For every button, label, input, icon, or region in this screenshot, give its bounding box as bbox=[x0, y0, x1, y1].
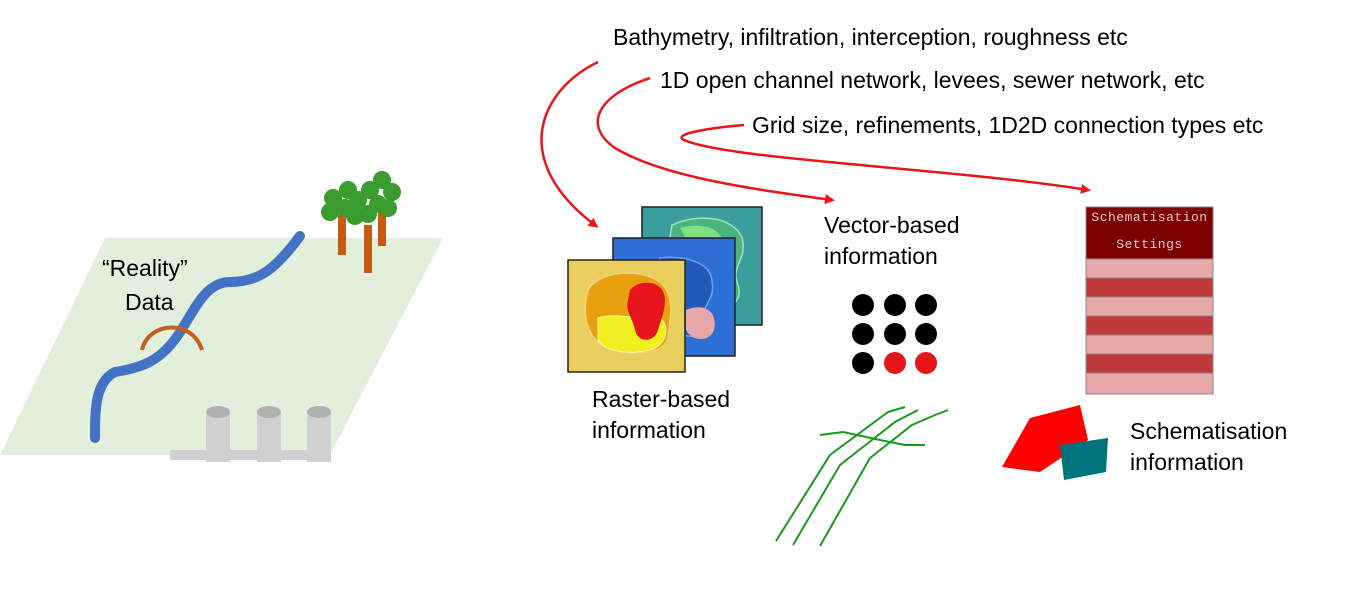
river bbox=[90, 231, 305, 443]
bridge-arch bbox=[140, 325, 204, 351]
arrow-channels bbox=[596, 76, 835, 204]
schem-red-shape bbox=[1002, 405, 1088, 472]
trees bbox=[321, 171, 401, 273]
raster-stack bbox=[567, 206, 763, 373]
raster-label: Raster-based information bbox=[592, 386, 731, 443]
schematisation-label: Schematisation information bbox=[1130, 418, 1288, 475]
settings-row bbox=[1085, 277, 1214, 298]
settings-row bbox=[1085, 258, 1214, 279]
vector-label: Vector-based information bbox=[824, 212, 960, 269]
settings-title-line1: Schematisation bbox=[1091, 210, 1208, 225]
vector-dot bbox=[915, 323, 937, 345]
vector-line bbox=[792, 409, 919, 546]
settings-table bbox=[1085, 206, 1214, 395]
vector-dot bbox=[915, 352, 937, 374]
arrow-grid bbox=[680, 123, 1091, 194]
vector-dot bbox=[852, 294, 874, 316]
vector-lines bbox=[775, 406, 949, 547]
annotation-grid: Grid size, refinements, 1D2D connection … bbox=[752, 112, 1264, 138]
annotation-channels: 1D open channel network, levees, sewer n… bbox=[660, 67, 1205, 93]
settings-row bbox=[1085, 353, 1214, 374]
settings-row bbox=[1085, 296, 1214, 317]
arrow-bathymetry bbox=[540, 60, 599, 228]
settings-row bbox=[1085, 334, 1214, 355]
vector-dot bbox=[884, 352, 906, 374]
annotation-bathymetry: Bathymetry, infiltration, interception, … bbox=[613, 24, 1128, 50]
raster-layer-front bbox=[567, 259, 686, 373]
vector-line bbox=[775, 406, 906, 542]
pipe-system bbox=[170, 406, 331, 462]
vector-line bbox=[819, 430, 925, 446]
settings-row bbox=[1085, 372, 1214, 395]
settings-title-line2: Settings bbox=[1116, 237, 1183, 252]
vector-dot bbox=[915, 294, 937, 316]
vector-dot bbox=[884, 323, 906, 345]
reality-label-line1: “Reality” bbox=[102, 255, 188, 281]
vector-dots bbox=[852, 294, 937, 374]
vector-dot bbox=[852, 352, 874, 374]
schematisation-shapes bbox=[1002, 405, 1108, 480]
vector-dot bbox=[884, 294, 906, 316]
arrows bbox=[540, 60, 1091, 228]
reality-scene bbox=[0, 171, 443, 462]
vector-line bbox=[819, 409, 949, 547]
reality-label-line2: Data bbox=[125, 289, 174, 315]
settings-row bbox=[1085, 315, 1214, 336]
schem-teal-shape bbox=[1060, 438, 1108, 480]
settings-header bbox=[1085, 206, 1214, 260]
vector-dot bbox=[852, 323, 874, 345]
ground-plane bbox=[0, 238, 443, 455]
